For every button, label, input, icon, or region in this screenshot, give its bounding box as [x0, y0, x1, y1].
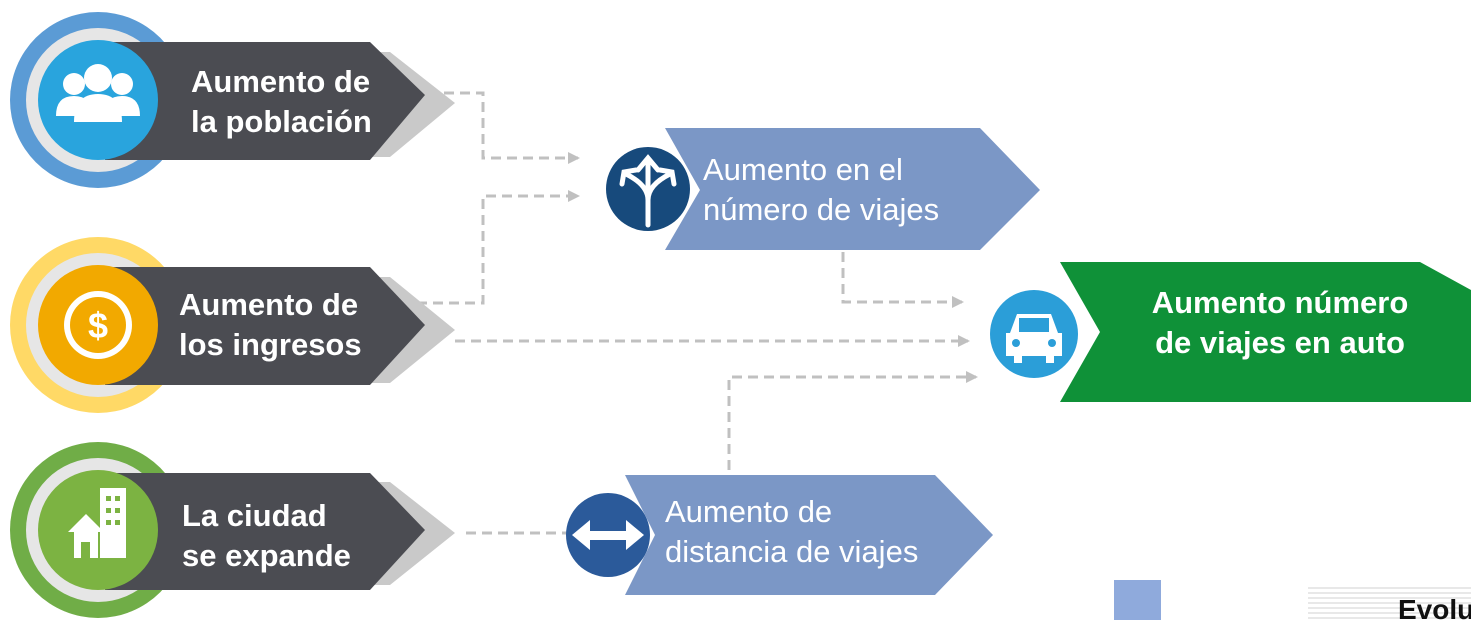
- connector-viajes-to-auto: [841, 252, 964, 308]
- chevron-dark: [105, 267, 425, 385]
- cause-ingresos-label: Aumento de los ingresos: [179, 285, 362, 364]
- line1: Aumento de: [665, 494, 833, 529]
- line2: los ingresos: [179, 326, 362, 362]
- line2: se expande: [182, 537, 351, 573]
- line1: Aumento de: [191, 64, 371, 99]
- line2: la población: [191, 103, 372, 139]
- line1: La ciudad: [182, 498, 327, 533]
- line2: número de viajes: [703, 191, 940, 227]
- connector-ingresos-to-viajes: [385, 190, 580, 305]
- line1: Aumento en el: [703, 152, 903, 187]
- footer-title-fragment: Evolu: [1398, 594, 1471, 625]
- result-auto: [984, 262, 1471, 402]
- dollar-coin-icon: $: [64, 291, 132, 359]
- cause-ciudad-label: La ciudad se expande: [182, 496, 351, 575]
- cause-ingresos: $: [10, 237, 455, 413]
- result-auto-label: Aumento número de viajes en auto: [1130, 283, 1430, 362]
- branching-arrows-icon: [619, 154, 677, 228]
- car-icon: [1006, 314, 1062, 363]
- svg-text:$: $: [88, 305, 108, 346]
- chevron-dark: [105, 473, 425, 590]
- people-icon: [56, 64, 140, 122]
- line2: distancia de viajes: [665, 533, 919, 569]
- cause-poblacion: [10, 12, 455, 188]
- mid-distancia: [566, 475, 993, 595]
- green-box: [1060, 262, 1471, 402]
- connectors: [380, 91, 978, 535]
- line2: de viajes en auto: [1155, 324, 1405, 360]
- connector-distancia-to-auto: [727, 371, 978, 470]
- cause-ciudad: [10, 442, 455, 618]
- mid-viajes-label: Aumento en el número de viajes: [703, 150, 939, 229]
- cause-poblacion-label: Aumento de la población: [191, 62, 372, 141]
- legend-swatch: [1114, 580, 1161, 620]
- mid-viajes: [606, 128, 1040, 250]
- blue-box: [665, 128, 1040, 250]
- blue-box: [625, 475, 993, 595]
- city-buildings-icon: [68, 488, 126, 558]
- double-arrow-icon: [572, 520, 644, 550]
- mid-distancia-label: Aumento de distancia de viajes: [665, 492, 918, 571]
- line1: Aumento de: [179, 287, 359, 322]
- footer-stripes: [1308, 587, 1471, 619]
- chevron-dark: [105, 42, 425, 160]
- line1: Aumento número: [1151, 285, 1409, 320]
